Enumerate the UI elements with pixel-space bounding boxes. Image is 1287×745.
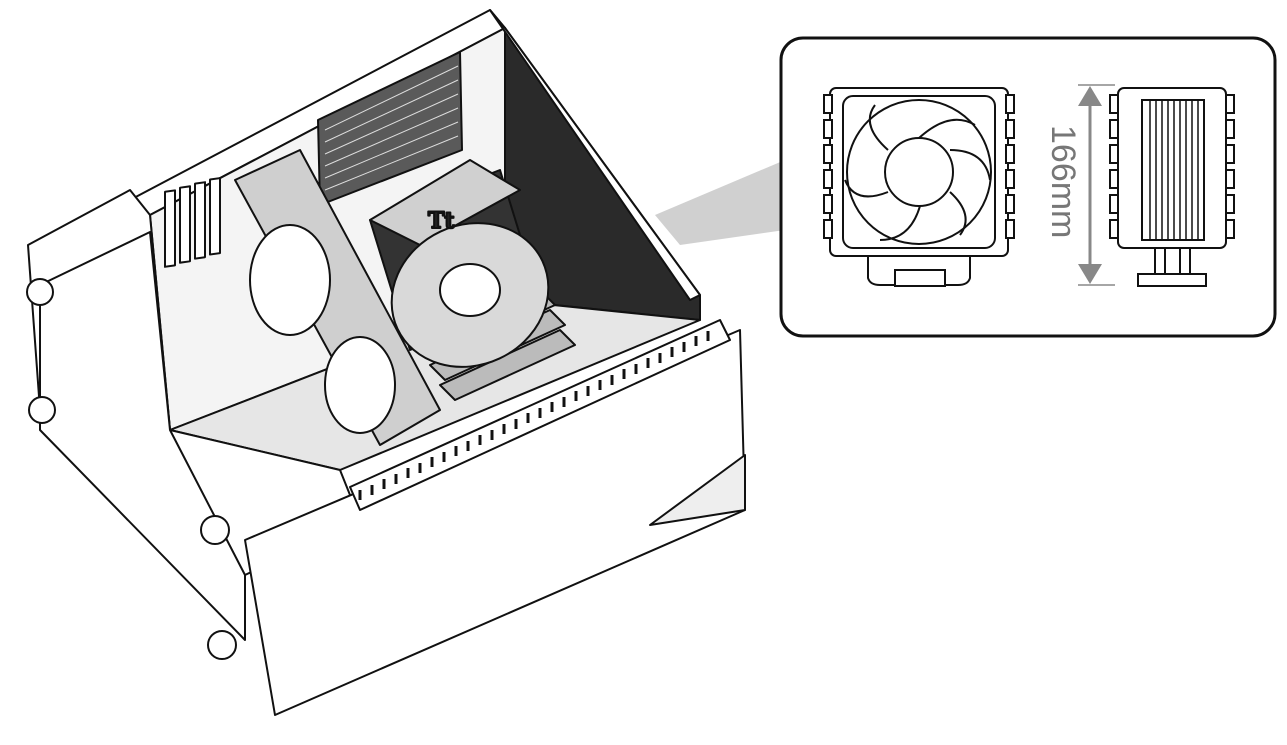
callout-beam (655, 160, 785, 245)
cooler-front-view (823, 87, 1015, 287)
cpu-cooler-fan-hub (439, 263, 501, 317)
side-view-clips-left (1109, 94, 1119, 239)
psu-mesh-grille (317, 51, 463, 206)
gpu-fan-2 (324, 336, 396, 434)
heatsink-fins-side (1149, 100, 1199, 240)
clearance-height-label: 166mm (1044, 125, 1082, 238)
expansion-slots (164, 177, 221, 268)
side-fins-left (823, 94, 833, 239)
cooler-base-plate (1137, 273, 1207, 287)
height-dimension: 166mm (1044, 84, 1115, 286)
arrow-up (1078, 86, 1102, 106)
pc-case: Tt (26, 9, 746, 716)
case-front-panel-shade (649, 454, 746, 526)
fan-blades (844, 104, 991, 241)
cooler-side-view (1109, 87, 1235, 287)
vent-slats (358, 331, 710, 500)
cooler-fan-hub-front (884, 137, 954, 207)
arrow-down (1078, 264, 1102, 284)
cooler-detail-callout: 166mm (779, 36, 1277, 338)
heatpipes (1154, 248, 1191, 275)
case-left-panel-face (39, 231, 246, 641)
case-right-wall-top-edge (489, 9, 701, 301)
cooler-logo-text: Tt (428, 208, 455, 234)
cpu-cooler-top (369, 159, 521, 246)
side-fins-right (1005, 94, 1015, 239)
mesh-pattern (324, 65, 459, 191)
case-feet (26, 278, 237, 660)
side-view-clips-right (1225, 94, 1235, 239)
gpu-fan-1 (249, 224, 331, 336)
